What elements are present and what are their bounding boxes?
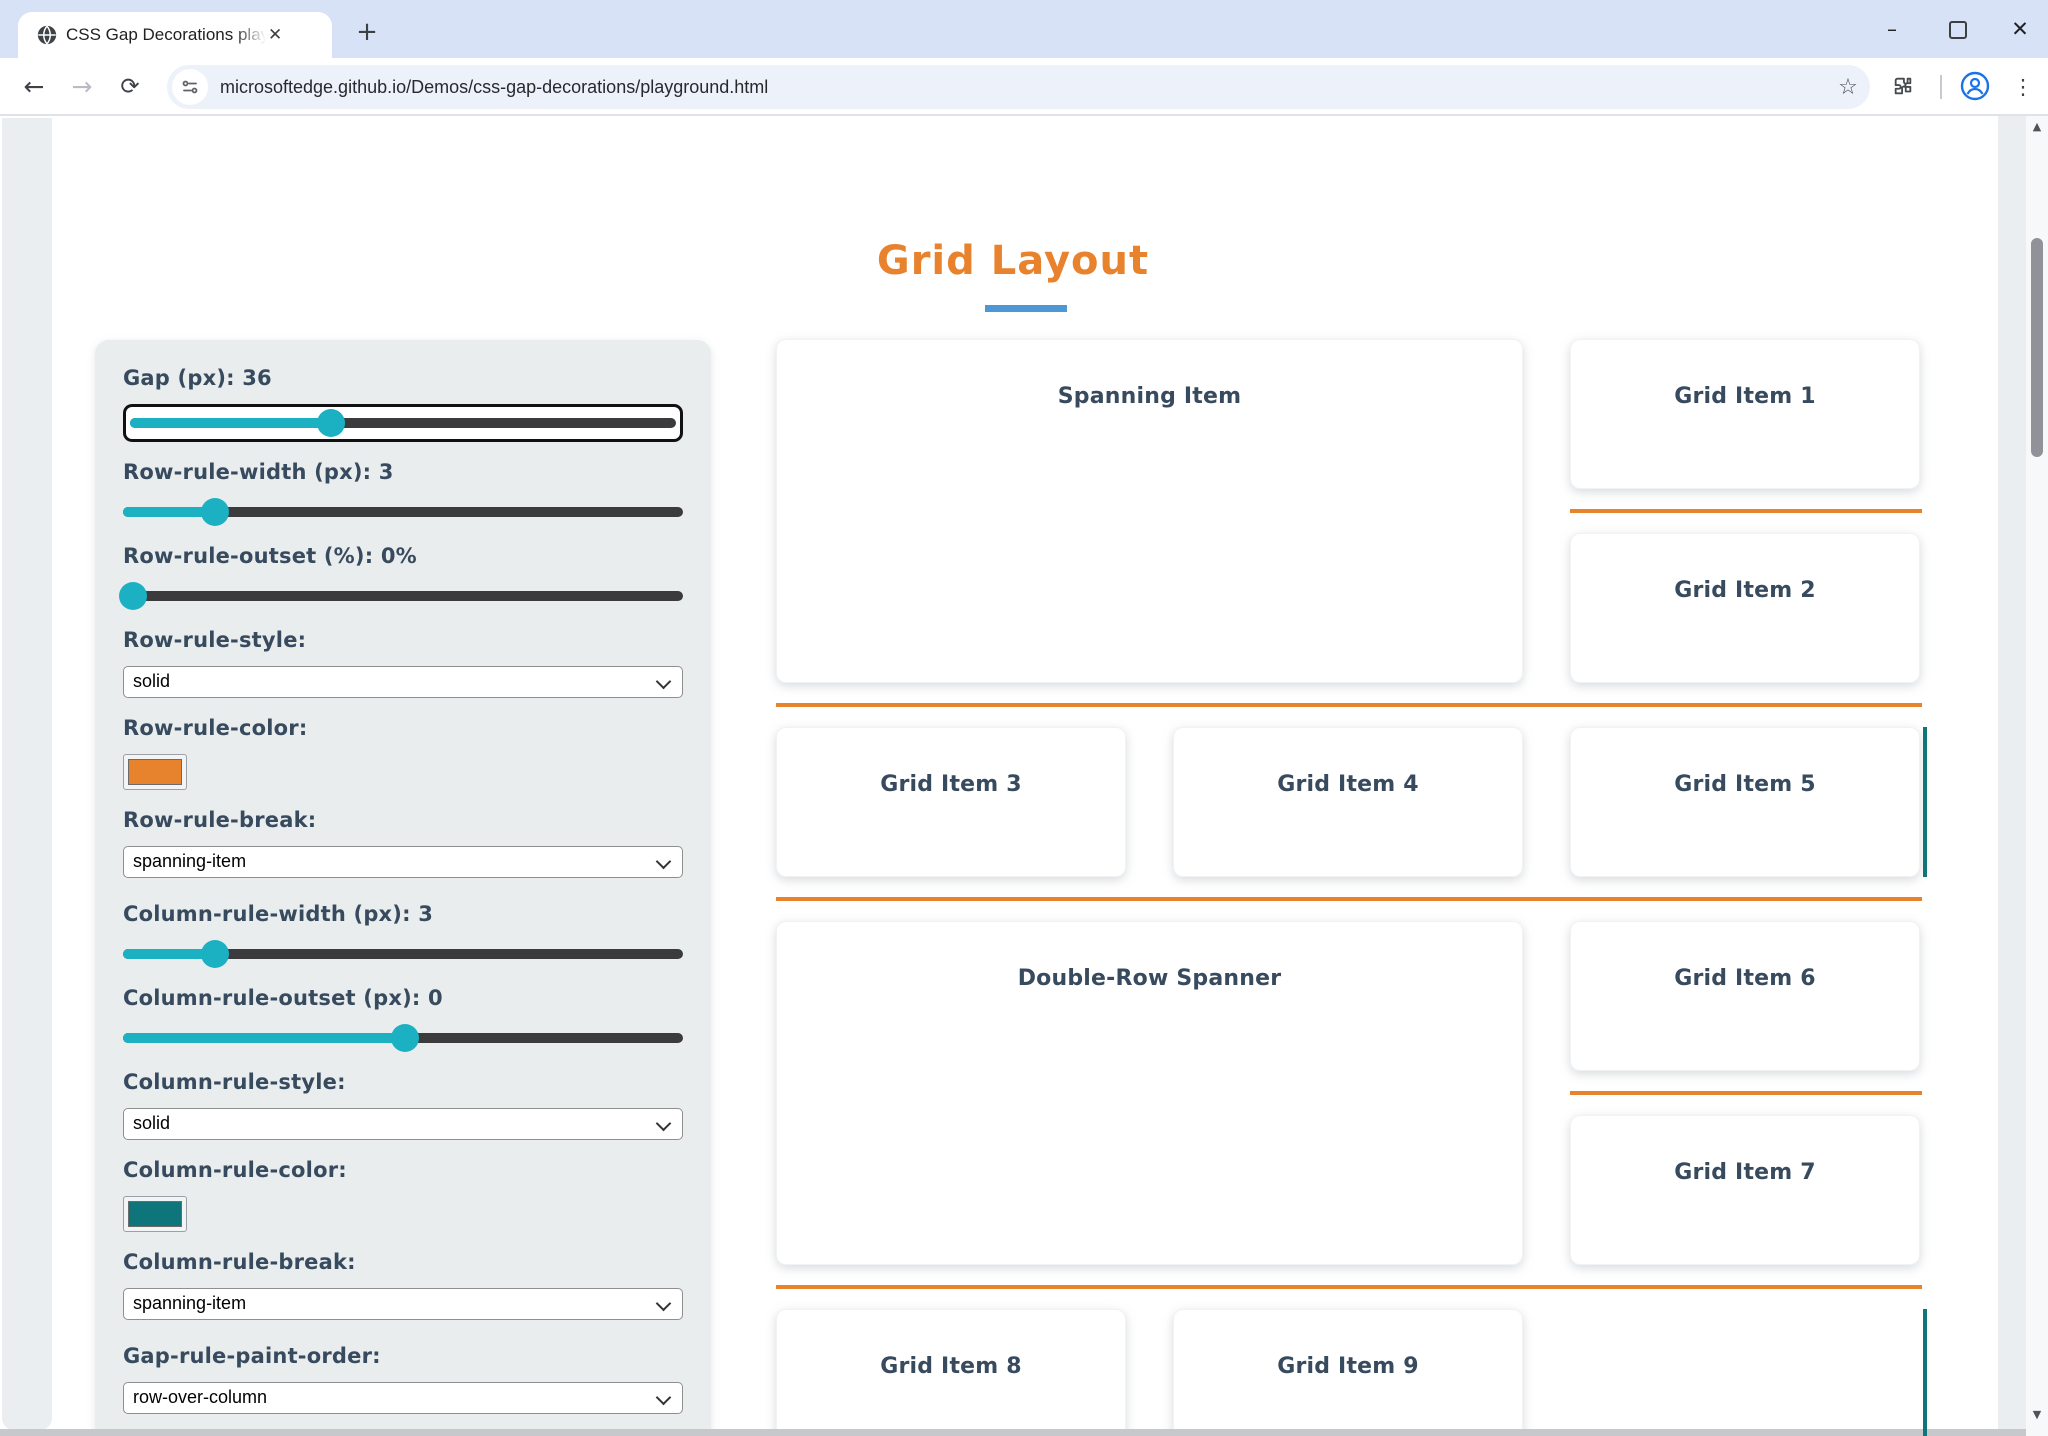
browser-menu-button[interactable]: ⋮ (2012, 75, 2034, 99)
scrollbar-down-icon[interactable]: ▼ (2032, 1408, 2042, 1421)
grid-card-spanning: Spanning Item (776, 339, 1523, 683)
slider-thumb[interactable] (316, 409, 345, 437)
grid-card-6: Grid Item 6 (1570, 921, 1920, 1071)
tune-icon (182, 80, 198, 94)
window-close-button[interactable]: ✕ (2011, 17, 2029, 41)
row-rule-segment (1570, 1091, 1922, 1095)
slider-thumb[interactable] (119, 582, 148, 610)
row-rule-break-label: Row-rule-break: (123, 808, 317, 832)
back-button[interactable]: ← (23, 72, 45, 101)
chevron-down-icon (655, 673, 672, 690)
column-rule-width-label: Column-rule-width (px): 3 (123, 902, 434, 926)
row-rule-segment (776, 897, 1922, 901)
grid-card-4: Grid Item 4 (1173, 727, 1523, 877)
demo-grid: Spanning Item Grid Item 1 Grid Item 2 Gr… (776, 339, 1927, 1436)
avatar-icon (1960, 71, 1990, 101)
row-rule-break-select[interactable]: spanning-item (123, 846, 683, 878)
row-rule-color-input[interactable] (123, 754, 187, 790)
column-rule-outset-slider[interactable] (123, 1024, 683, 1052)
grid-card-2: Grid Item 2 (1570, 533, 1920, 683)
tab-title: CSS Gap Decorations playgroun (66, 25, 266, 44)
reload-button[interactable]: ⟳ (120, 74, 140, 100)
bookmark-star-icon[interactable]: ☆ (1838, 74, 1858, 100)
column-rule-break-select[interactable]: spanning-item (123, 1288, 683, 1320)
grid-card-5: Grid Item 5 (1570, 727, 1920, 877)
window-minimize-button[interactable]: – (1887, 17, 1897, 41)
gap-slider-label: Gap (px): 36 (123, 366, 272, 390)
column-rule-style-label: Column-rule-style: (123, 1070, 346, 1094)
row-rule-style-select[interactable]: solid (123, 666, 683, 698)
page-title: Grid Layout (876, 238, 1150, 284)
scrollbar-thumb[interactable] (2031, 238, 2043, 457)
column-rule-style-select[interactable]: solid (123, 1108, 683, 1140)
grid-card-1: Grid Item 1 (1570, 339, 1920, 489)
scrollbar-up-icon[interactable]: ▲ (2032, 120, 2042, 133)
extensions-button[interactable] (1892, 75, 1914, 101)
puzzle-icon (1894, 77, 1912, 95)
slider-thumb[interactable] (391, 1024, 420, 1052)
row-rule-segment (776, 703, 1922, 707)
grid-card-9: Grid Item 9 (1173, 1309, 1523, 1436)
chevron-down-icon (655, 853, 672, 870)
tab-close-icon[interactable]: ✕ (268, 25, 283, 45)
row-rule-outset-label: Row-rule-outset (%): 0% (123, 544, 417, 568)
toolbar-separator (1940, 75, 1942, 99)
slider-thumb[interactable] (200, 498, 229, 526)
window-maximize-button[interactable] (1938, 14, 1978, 44)
row-rule-segment (1570, 509, 1922, 513)
column-rule-color-input[interactable] (123, 1196, 187, 1232)
controls-panel: Gap (px): 36 Row-rule-width (px): 3 Row-… (95, 340, 711, 1436)
grid-card-double-row-spanner: Double-Row Spanner (776, 921, 1523, 1265)
row-rule-width-label: Row-rule-width (px): 3 (123, 460, 394, 484)
gap-rule-paint-order-select[interactable]: row-over-column (123, 1382, 683, 1414)
column-rule-outset-label: Column-rule-outset (px): 0 (123, 986, 443, 1010)
row-rule-width-slider[interactable] (123, 498, 683, 526)
grid-card-8: Grid Item 8 (776, 1309, 1126, 1436)
row-rule-outset-slider[interactable] (119, 582, 683, 610)
color-swatch (128, 1201, 182, 1227)
grid-card-3: Grid Item 3 (776, 727, 1126, 877)
right-gutter-strip (1998, 116, 2026, 1430)
forward-button[interactable]: → (71, 72, 93, 101)
horizontal-scrollbar[interactable] (0, 1429, 2026, 1436)
left-gutter-strip (2, 118, 52, 1430)
column-rule-segment (1923, 727, 1927, 877)
column-rule-width-slider[interactable] (123, 940, 683, 968)
slider-thumb[interactable] (200, 940, 229, 968)
gap-slider[interactable] (123, 404, 683, 442)
url-text: microsoftedge.github.io/Demos/css-gap-de… (220, 76, 769, 97)
chevron-down-icon (655, 1115, 672, 1132)
row-rule-color-label: Row-rule-color: (123, 716, 308, 740)
new-tab-button[interactable]: + (356, 17, 378, 47)
site-settings-button[interactable] (172, 69, 208, 105)
vertical-scrollbar[interactable]: ▲ ▼ (2026, 116, 2048, 1436)
color-swatch (128, 759, 182, 785)
maximize-icon (1949, 21, 1967, 39)
globe-favicon-icon (37, 25, 57, 45)
chevron-down-icon (655, 1295, 672, 1312)
column-rule-break-label: Column-rule-break: (123, 1250, 356, 1274)
gap-rule-paint-order-label: Gap-rule-paint-order: (123, 1344, 381, 1368)
grid-card-7: Grid Item 7 (1570, 1115, 1920, 1265)
web-page: Grid Layout Gap (px): 36 Row-rule-width … (0, 116, 2048, 1436)
browser-tab[interactable]: CSS Gap Decorations playgroun ✕ (18, 12, 332, 58)
title-underline (985, 305, 1067, 312)
chevron-down-icon (655, 1389, 672, 1406)
row-rule-style-label: Row-rule-style: (123, 628, 307, 652)
address-bar[interactable]: microsoftedge.github.io/Demos/css-gap-de… (167, 65, 1870, 109)
column-rule-color-label: Column-rule-color: (123, 1158, 347, 1182)
row-rule-segment (776, 1285, 1922, 1289)
browser-toolbar: ← → ⟳ microsoftedge.github.io/Demos/css-… (0, 58, 2048, 116)
profile-button[interactable] (1960, 71, 1990, 105)
column-rule-segment (1923, 1309, 1927, 1436)
tab-strip: CSS Gap Decorations playgroun ✕ + – ✕ (0, 0, 2048, 58)
